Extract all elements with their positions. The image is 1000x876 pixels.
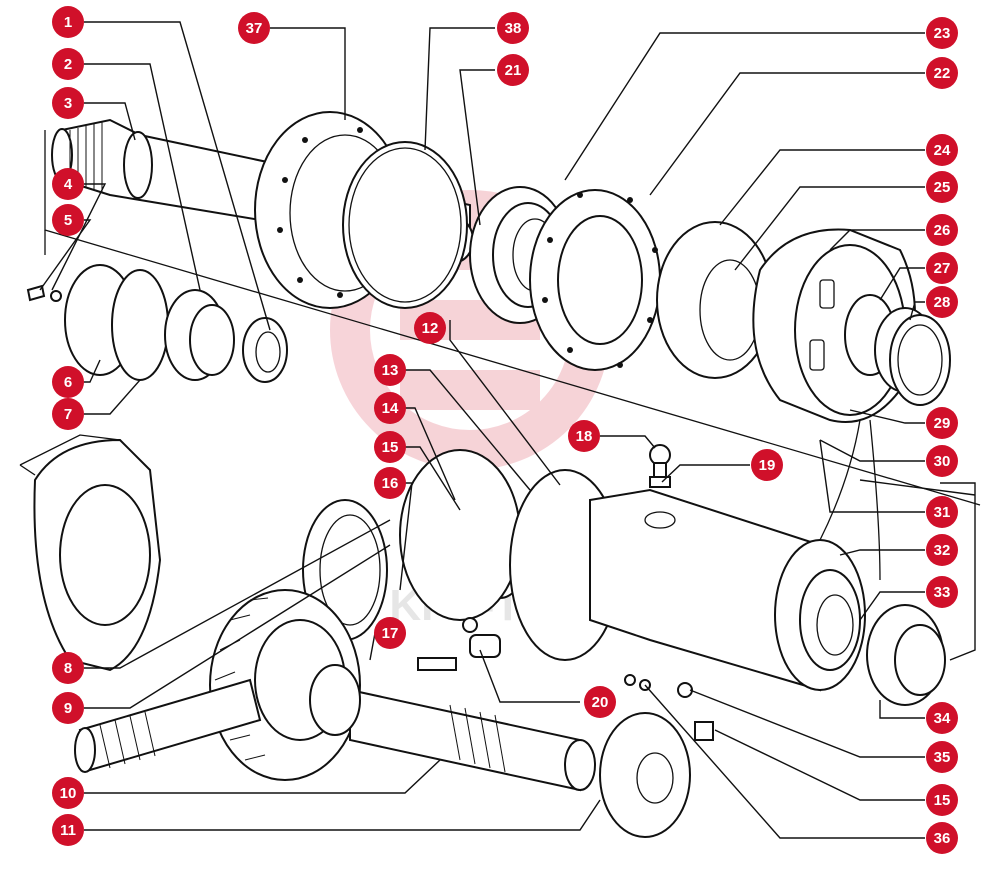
callout-19-label: 19 <box>759 457 776 474</box>
callout-20-label: 20 <box>592 694 609 711</box>
cover-plate <box>599 712 691 838</box>
callout-19: 19 <box>751 449 783 481</box>
callout-2-label: 2 <box>64 56 72 73</box>
top-assembly <box>26 111 981 581</box>
flange-disk <box>399 449 521 621</box>
callout-2: 2 <box>52 48 84 80</box>
callout-14-label: 14 <box>382 400 399 417</box>
callout-24-label: 24 <box>934 142 951 159</box>
callout-11: 11 <box>52 814 84 846</box>
output-shaft <box>74 678 262 773</box>
callout-36-label: 36 <box>934 830 951 847</box>
callout-18: 18 <box>568 420 600 452</box>
callout-32-label: 32 <box>934 542 951 559</box>
o-ring-large <box>342 141 468 309</box>
callout-17: 17 <box>374 617 406 649</box>
callout-22: 22 <box>926 57 958 89</box>
callout-23: 23 <box>926 17 958 49</box>
callout-9: 9 <box>52 692 84 724</box>
callout-38-label: 38 <box>505 20 522 37</box>
callout-25-label: 25 <box>934 179 951 196</box>
callout-27-label: 27 <box>934 260 951 277</box>
callout-29: 29 <box>926 407 958 439</box>
callout-38: 38 <box>497 12 529 44</box>
callout-13: 13 <box>374 354 406 386</box>
callout-25: 25 <box>926 171 958 203</box>
callout-12-label: 12 <box>422 320 439 337</box>
sensor-wire <box>819 419 861 541</box>
callout-33-label: 33 <box>934 584 951 601</box>
callout-3: 3 <box>52 87 84 119</box>
main-cylinder-housing <box>589 488 866 692</box>
callout-16: 16 <box>374 467 406 499</box>
callout-8: 8 <box>52 652 84 684</box>
callout-23-label: 23 <box>934 25 951 42</box>
callout-24: 24 <box>926 134 958 166</box>
callouts: 1 2 3 4 5 6 7 8 9 10 11 12 13 14 15 16 1… <box>52 6 958 854</box>
callout-1: 1 <box>52 6 84 38</box>
left-bearing-group <box>26 264 288 383</box>
callout-6: 6 <box>52 366 84 398</box>
callout-15a-label: 15 <box>382 439 399 456</box>
callout-12: 12 <box>414 312 446 344</box>
breather-valve <box>649 444 671 488</box>
callout-22-label: 22 <box>934 65 951 82</box>
callout-32: 32 <box>926 534 958 566</box>
seal-ring-outer <box>889 314 951 406</box>
callout-17-label: 17 <box>382 625 399 642</box>
callout-9-label: 9 <box>64 700 72 717</box>
callout-3-label: 3 <box>64 95 72 112</box>
callout-28: 28 <box>926 286 958 318</box>
callout-15a: 15 <box>374 431 406 463</box>
callout-36: 36 <box>926 822 958 854</box>
flange-ring <box>529 189 661 371</box>
callout-5-label: 5 <box>64 212 72 229</box>
callout-31-label: 31 <box>934 504 951 521</box>
callout-33: 33 <box>926 576 958 608</box>
bearing-output <box>866 604 946 706</box>
pinion-shaft <box>309 664 596 792</box>
callout-11-label: 11 <box>60 822 76 839</box>
callout-10-label: 10 <box>60 785 77 802</box>
callout-1-label: 1 <box>64 14 72 31</box>
callout-27: 27 <box>926 252 958 284</box>
callout-34-label: 34 <box>934 710 951 727</box>
callout-18-label: 18 <box>576 428 593 445</box>
callout-31: 31 <box>926 496 958 528</box>
fitting-20 <box>469 634 501 658</box>
callout-4-label: 4 <box>64 176 73 193</box>
callout-37: 37 <box>238 12 270 44</box>
callout-20: 20 <box>584 686 616 718</box>
callout-6-label: 6 <box>64 374 72 391</box>
callout-30: 30 <box>926 445 958 477</box>
callout-7: 7 <box>52 398 84 430</box>
callout-5: 5 <box>52 204 84 236</box>
callout-8-label: 8 <box>64 660 72 677</box>
callout-14: 14 <box>374 392 406 424</box>
callout-35: 35 <box>926 741 958 773</box>
callout-35-label: 35 <box>934 749 951 766</box>
callout-13-label: 13 <box>382 362 399 379</box>
callout-34: 34 <box>926 702 958 734</box>
callout-10: 10 <box>52 777 84 809</box>
callout-15b-label: 15 <box>934 792 951 809</box>
housing-mount-plate <box>19 434 162 672</box>
callout-28-label: 28 <box>934 294 951 311</box>
callout-4: 4 <box>52 168 84 200</box>
callout-30-label: 30 <box>934 453 951 470</box>
fitting-36 <box>694 721 714 741</box>
callout-16-label: 16 <box>382 475 399 492</box>
callout-26-label: 26 <box>934 222 951 239</box>
spacer-block <box>417 657 457 671</box>
callout-37-label: 37 <box>246 20 263 37</box>
leader-lines <box>39 21 976 839</box>
callout-7-label: 7 <box>64 406 72 423</box>
callout-29-label: 29 <box>934 415 951 432</box>
callout-15b: 15 <box>926 784 958 816</box>
callout-21-label: 21 <box>505 62 522 79</box>
callout-26: 26 <box>926 214 958 246</box>
bottom-assembly <box>19 434 946 838</box>
callout-21: 21 <box>497 54 529 86</box>
